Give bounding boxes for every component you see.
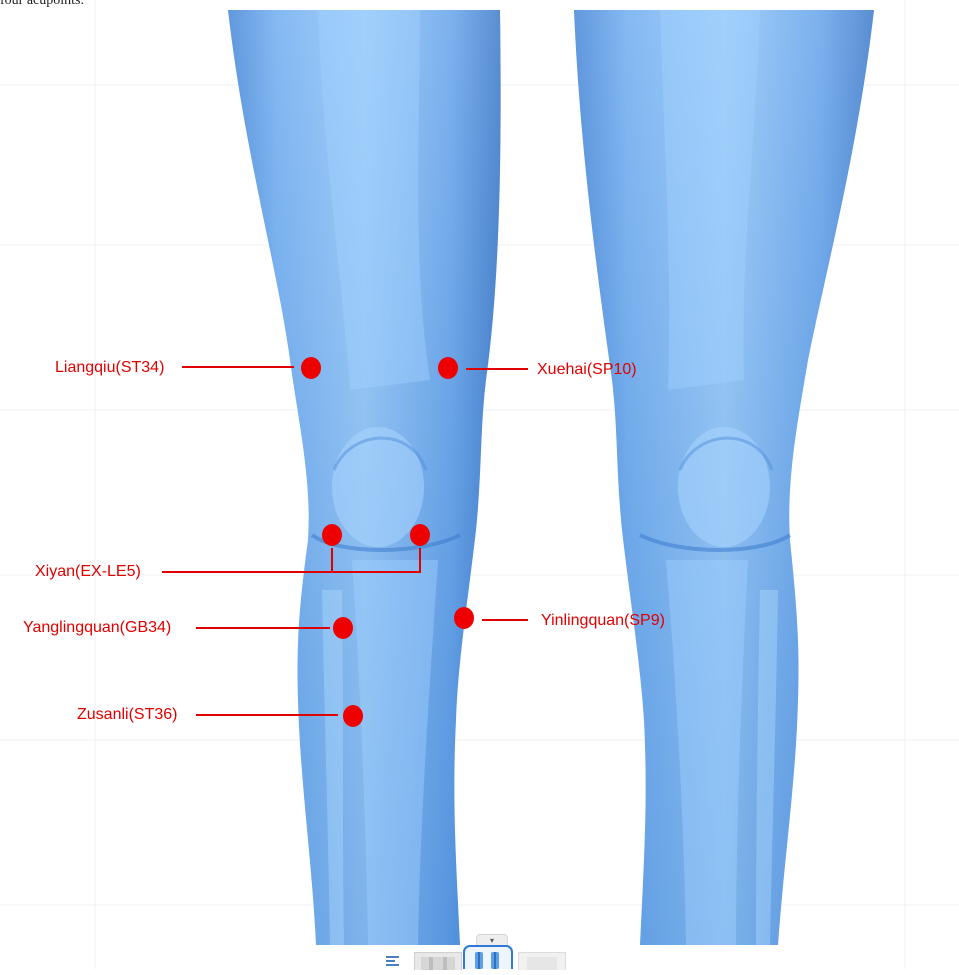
bones-thumbnail-icon xyxy=(415,953,461,970)
yinlingquan-marker xyxy=(454,607,528,629)
liangqiu-label: Liangqiu(ST34) xyxy=(55,359,164,377)
bones-view-button[interactable] xyxy=(414,952,462,970)
yanglingquan-label: Yanglingquan(GB34) xyxy=(23,619,171,637)
legs-thumbnail-icon xyxy=(465,947,511,969)
list-view-button[interactable] xyxy=(372,948,412,969)
yinlingquan-label: Yinlingquan(SP9) xyxy=(541,612,665,630)
muscle-view-button[interactable] xyxy=(518,952,566,970)
triangle-down-icon: ▾ xyxy=(490,936,494,945)
right-leg xyxy=(574,10,874,945)
xiyan-label: Xiyan(EX-LE5) xyxy=(35,563,141,581)
list-icon xyxy=(372,948,412,969)
zusanli-label: Zusanli(ST36) xyxy=(77,706,177,724)
xuehai-label: Xuehai(SP10) xyxy=(537,361,637,379)
left-leg xyxy=(228,10,501,945)
legs-view-button[interactable] xyxy=(463,945,513,969)
muscle-thumbnail-icon xyxy=(519,953,565,970)
